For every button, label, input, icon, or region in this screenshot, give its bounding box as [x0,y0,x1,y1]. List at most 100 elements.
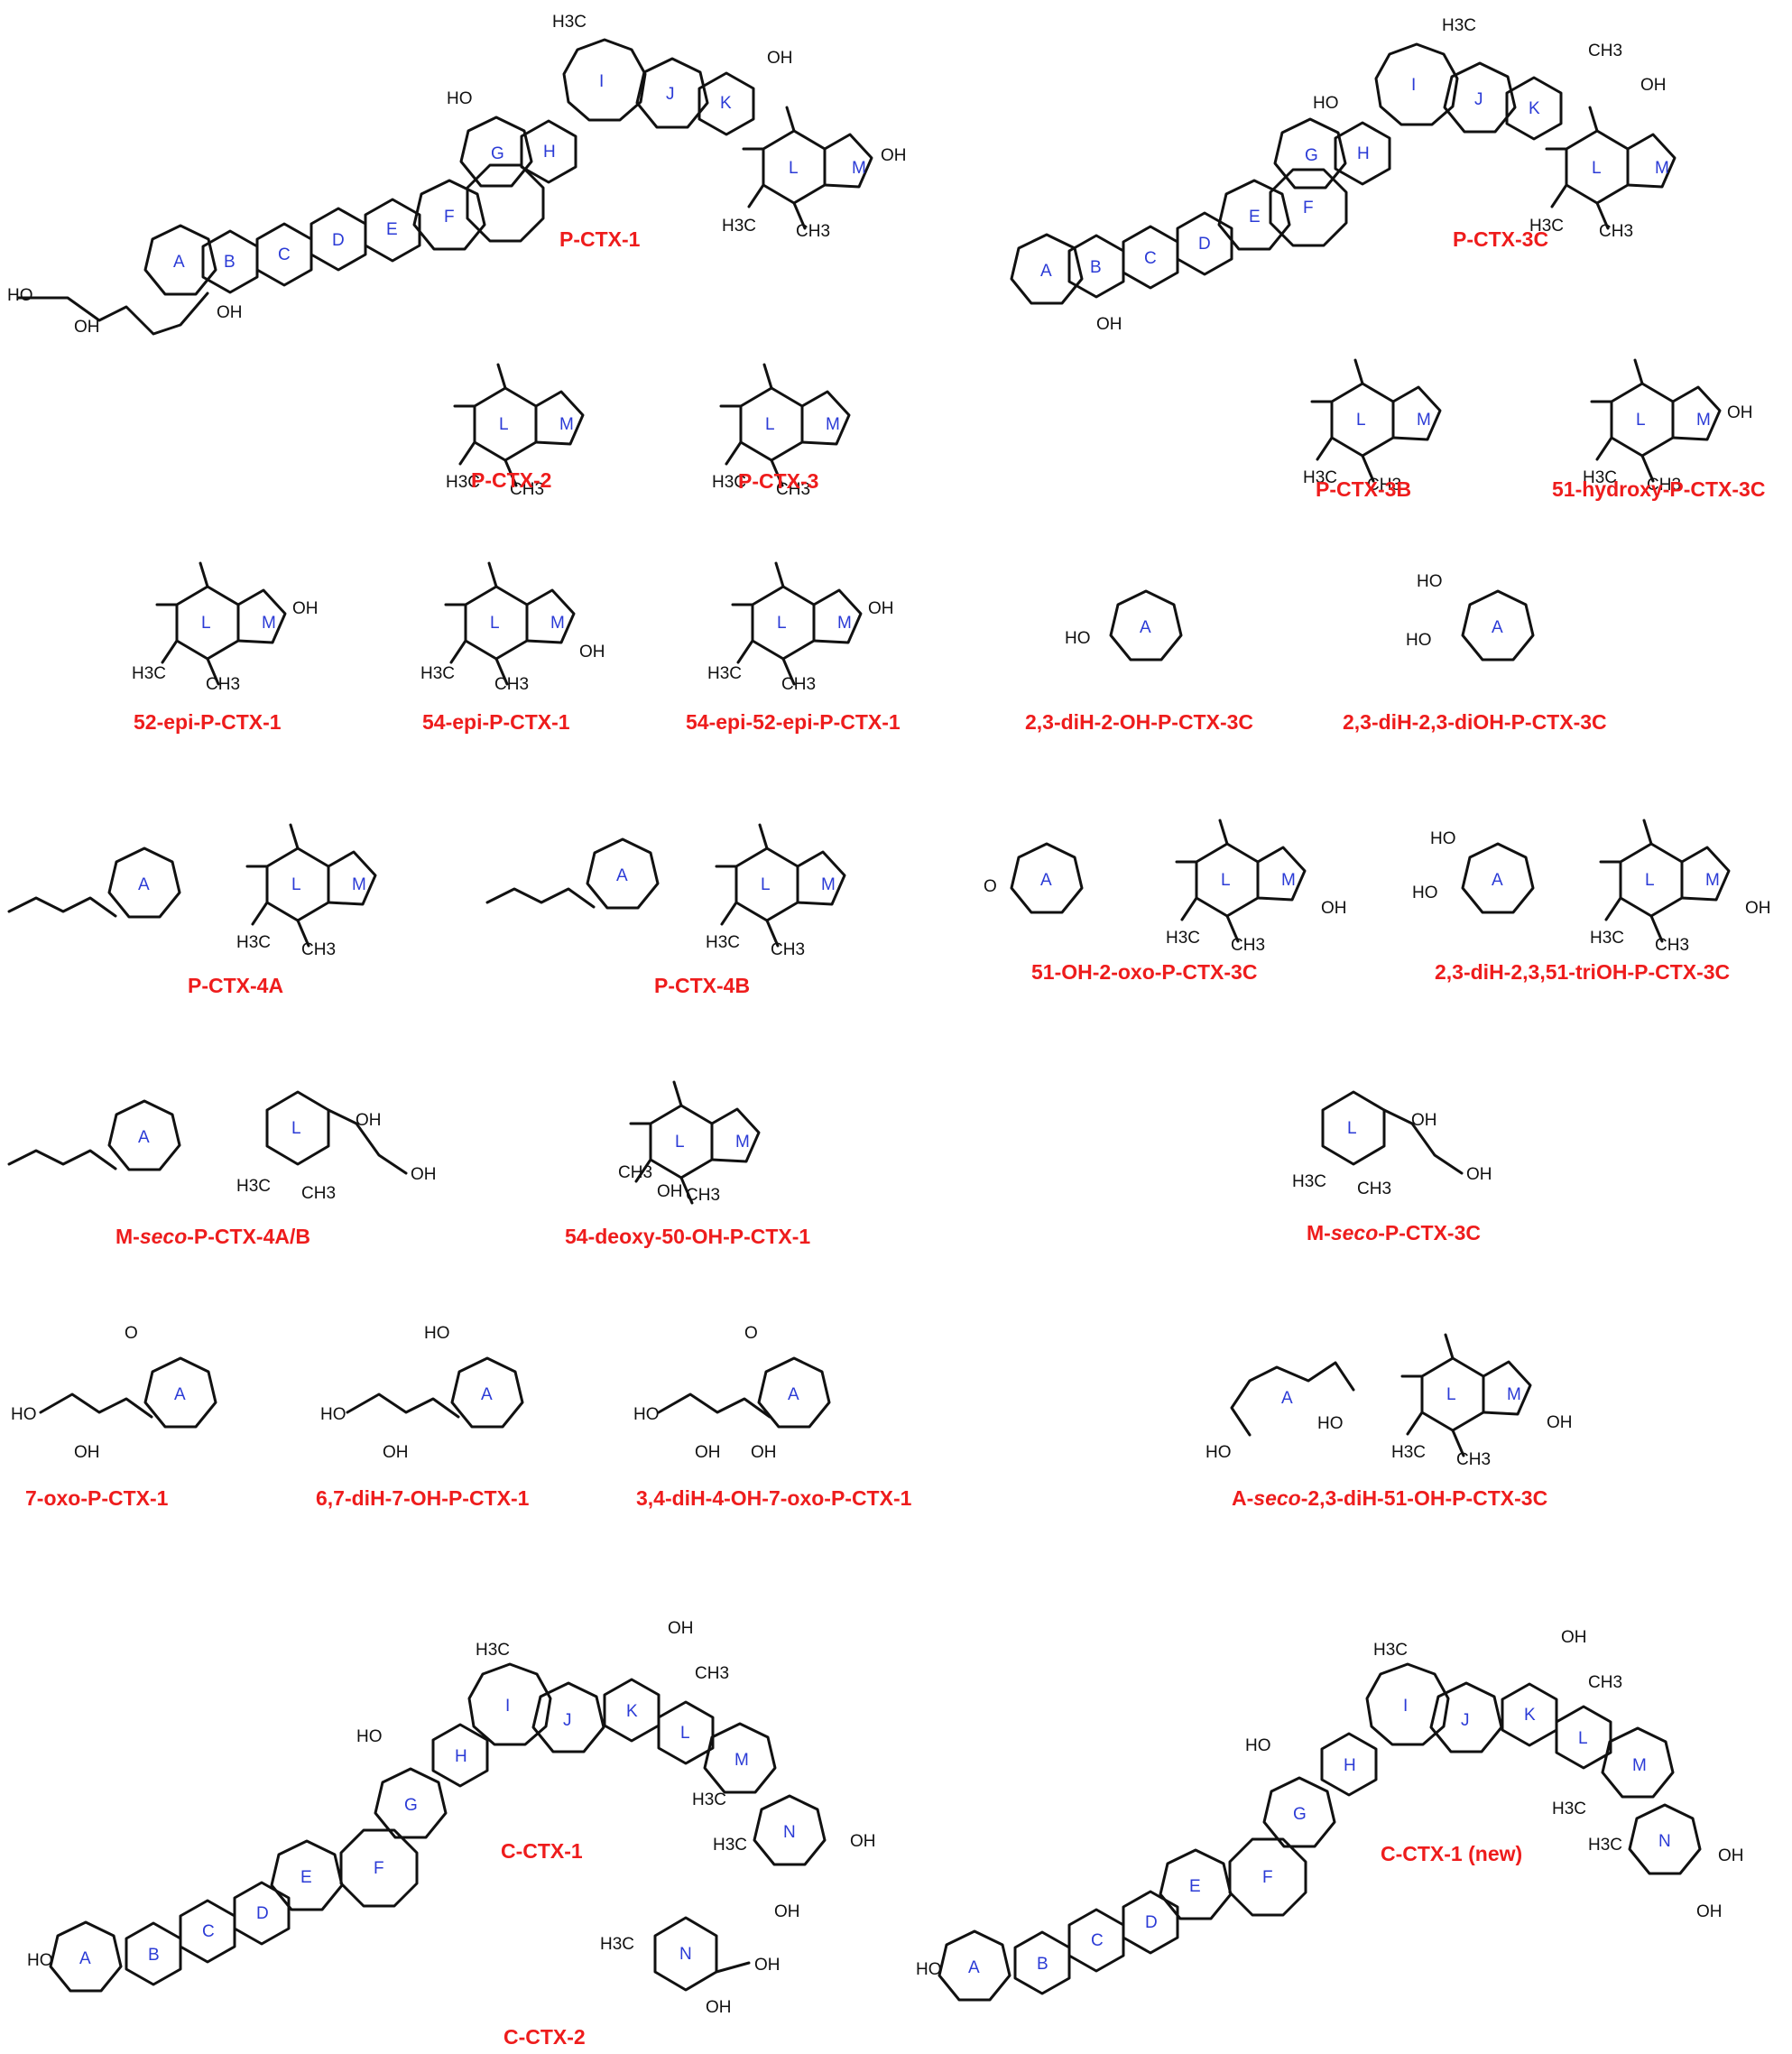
fragment-m-seco-p-ctx-3c: L OH OH H3C CH3 [1292,1090,1492,1198]
caption-2-3-dih-2-3-dioh-p-ctx-3c: 2,3-diH-2,3-diOH-P-CTX-3C [1343,710,1607,734]
svg-text:H: H [1344,1756,1356,1775]
svg-text:L: L [201,614,211,633]
caption-p-ctx-3b: P-CTX-3B [1316,477,1411,501]
svg-text:C: C [1144,249,1157,268]
svg-text:OH: OH [1321,899,1347,918]
svg-text:L: L [291,1119,301,1138]
caption-p-ctx-3c: P-CTX-3C [1453,227,1548,251]
caption-51-oh-2-oxo-p-ctx-3c: 51-OH-2-oxo-P-CTX-3C [1031,960,1257,984]
hydroxyl-label: HO [7,286,33,305]
svg-text:OH: OH [74,1443,100,1462]
svg-text:O: O [984,877,997,896]
caption-2-3-dih-2-oh-p-ctx-3c: 2,3-diH-2-OH-P-CTX-3C [1025,710,1253,734]
svg-text:HO: HO [1430,829,1456,848]
svg-text:E: E [386,220,398,239]
caption-52-epi-p-ctx-1: 52-epi-P-CTX-1 [134,710,282,734]
svg-text:J: J [666,85,675,104]
svg-text:M: M [1632,1756,1647,1775]
svg-text:H3C: H3C [132,664,166,683]
svg-text:L: L [765,415,775,434]
svg-text:CH3: CH3 [686,1186,720,1205]
p-ctx-1-structure [16,38,873,336]
svg-text:CH3: CH3 [1588,1673,1622,1692]
caption-c-ctx-1-new: C-CTX-1 (new) [1381,1842,1522,1865]
svg-text:M: M [1507,1385,1521,1404]
svg-text:A: A [1281,1389,1293,1408]
caption-c-ctx-2: C-CTX-2 [503,2025,586,2049]
svg-text:H3C: H3C [1588,1836,1622,1855]
svg-text:F: F [374,1859,384,1878]
hydroxyl-label: OH [74,318,100,337]
svg-text:E: E [300,1868,312,1887]
svg-text:HO: HO [916,1960,942,1979]
svg-text:M: M [1655,159,1669,178]
svg-text:L: L [761,875,771,894]
fragment-2-3-dioh-p-ctx-3c: A HO HO [1406,572,1535,662]
caption-54-epi-p-ctx-1: 54-epi-P-CTX-1 [422,710,570,734]
svg-text:A: A [138,875,150,894]
svg-text:A: A [174,1385,186,1404]
svg-text:A: A [1492,618,1503,637]
svg-text:I: I [599,72,604,91]
svg-text:OH: OH [774,1902,800,1921]
svg-text:H3C: H3C [236,933,271,952]
hydroxyl-label: OH [1640,76,1667,95]
caption-54-deoxy-50-oh-p-ctx-1: 54-deoxy-50-OH-P-CTX-1 [565,1225,810,1248]
svg-text:OH: OH [1411,1111,1437,1130]
svg-text:H3C: H3C [600,1935,634,1954]
caption-c-ctx-1: C-CTX-1 [501,1839,583,1863]
svg-text:M: M [735,1133,750,1152]
svg-text:M: M [1281,871,1296,890]
svg-text:HO: HO [27,1951,53,1970]
svg-text:L: L [1636,411,1646,430]
svg-text:CH3: CH3 [494,675,529,694]
caption-p-ctx-1: P-CTX-1 [559,227,641,251]
captions: P-CTX-3 P-CTX-3B 51-hydroxy-P-CTX-3C 52-… [25,469,1765,1510]
svg-text:H3C: H3C [236,1177,271,1196]
svg-text:L: L [1592,159,1602,178]
svg-text:L: L [1578,1729,1588,1748]
svg-text:A: A [173,253,185,272]
svg-text:H3C: H3C [713,1836,747,1855]
svg-text:H3C: H3C [476,1641,510,1660]
svg-text:H3C: H3C [1292,1172,1326,1191]
svg-text:I: I [505,1697,510,1716]
svg-text:OH: OH [1727,403,1753,422]
svg-text:E: E [1189,1877,1201,1896]
svg-text:D: D [332,231,345,250]
svg-text:L: L [490,614,500,633]
svg-text:H3C: H3C [1552,1800,1586,1818]
svg-text:M: M [734,1751,749,1770]
svg-text:CH3: CH3 [618,1163,652,1182]
svg-text:M: M [1417,411,1431,430]
svg-text:L: L [1347,1119,1357,1138]
svg-text:H: H [1357,144,1370,163]
svg-text:OH: OH [695,1443,721,1462]
svg-text:G: G [1293,1805,1307,1824]
fragment-m-seco-p-ctx-4a-b: A L OH OH H3C CH3 [7,1090,437,1203]
svg-text:CH3: CH3 [695,1664,729,1683]
c-ctx-1-atoms: HO HO H3C OH CH3 H3C H3C OH OH [27,1619,876,1970]
hydroxyl-label: HO [447,89,473,108]
svg-text:J: J [563,1711,572,1730]
hydroxyl-label: OH [217,303,243,322]
svg-text:CH3: CH3 [1357,1180,1391,1198]
p-ctx-3c-structure [1010,42,1677,305]
fragment-2-oh-p-ctx-3c: A HO [1065,589,1183,662]
svg-text:OH: OH [1547,1413,1573,1432]
svg-text:M: M [352,875,366,894]
svg-text:K: K [1524,1706,1536,1725]
svg-text:HO: HO [633,1405,660,1424]
methyl-label: CH3 [796,222,830,241]
svg-text:H3C: H3C [1583,468,1617,487]
svg-text:B: B [1090,258,1102,277]
svg-text:O: O [125,1324,138,1343]
caption-m-seco-p-ctx-4a-b: M-seco-P-CTX-4A/B [115,1225,310,1248]
